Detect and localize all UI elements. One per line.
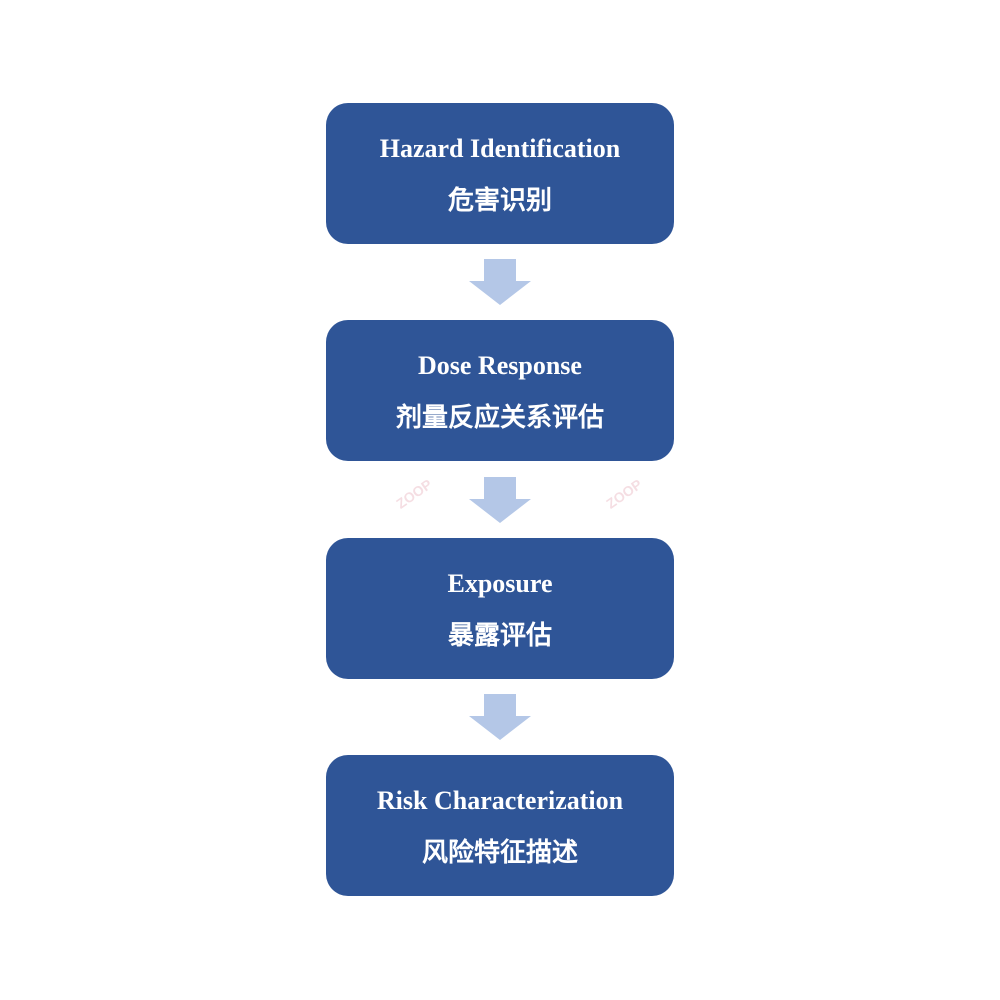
- watermark-logo: ZOOP: [596, 464, 668, 531]
- zoop-logo-icon: ZOOP: [393, 476, 435, 512]
- step-box-hazard-identification: Hazard Identification 危害识别: [326, 103, 674, 244]
- watermark-logo: ZOOP: [386, 464, 458, 531]
- step-box-dose-response: Dose Response 剂量反应关系评估: [326, 320, 674, 461]
- down-arrow-icon: [469, 694, 531, 740]
- step-box-exposure: Exposure 暴露评估: [326, 538, 674, 679]
- step-title: Risk Characterization: [376, 786, 624, 815]
- step-subtitle: 剂量反应关系评估: [395, 403, 604, 433]
- step-title: Hazard Identification: [379, 134, 621, 163]
- svg-text:ZOOP: ZOOP: [603, 476, 645, 512]
- step-subtitle: 危害识别: [447, 186, 552, 216]
- step-title: Dose Response: [418, 351, 582, 380]
- step-box-risk-characterization: Risk Characterization 风险特征描述: [326, 755, 674, 896]
- step-title: Exposure: [447, 569, 553, 598]
- step-subtitle: 暴露评估: [447, 621, 552, 651]
- down-arrow-icon: [469, 477, 531, 523]
- svg-text:ZOOP: ZOOP: [393, 476, 435, 512]
- down-arrow-icon: [469, 259, 531, 305]
- zoop-logo-icon: ZOOP: [603, 476, 645, 512]
- step-subtitle: 风险特征描述: [421, 838, 578, 868]
